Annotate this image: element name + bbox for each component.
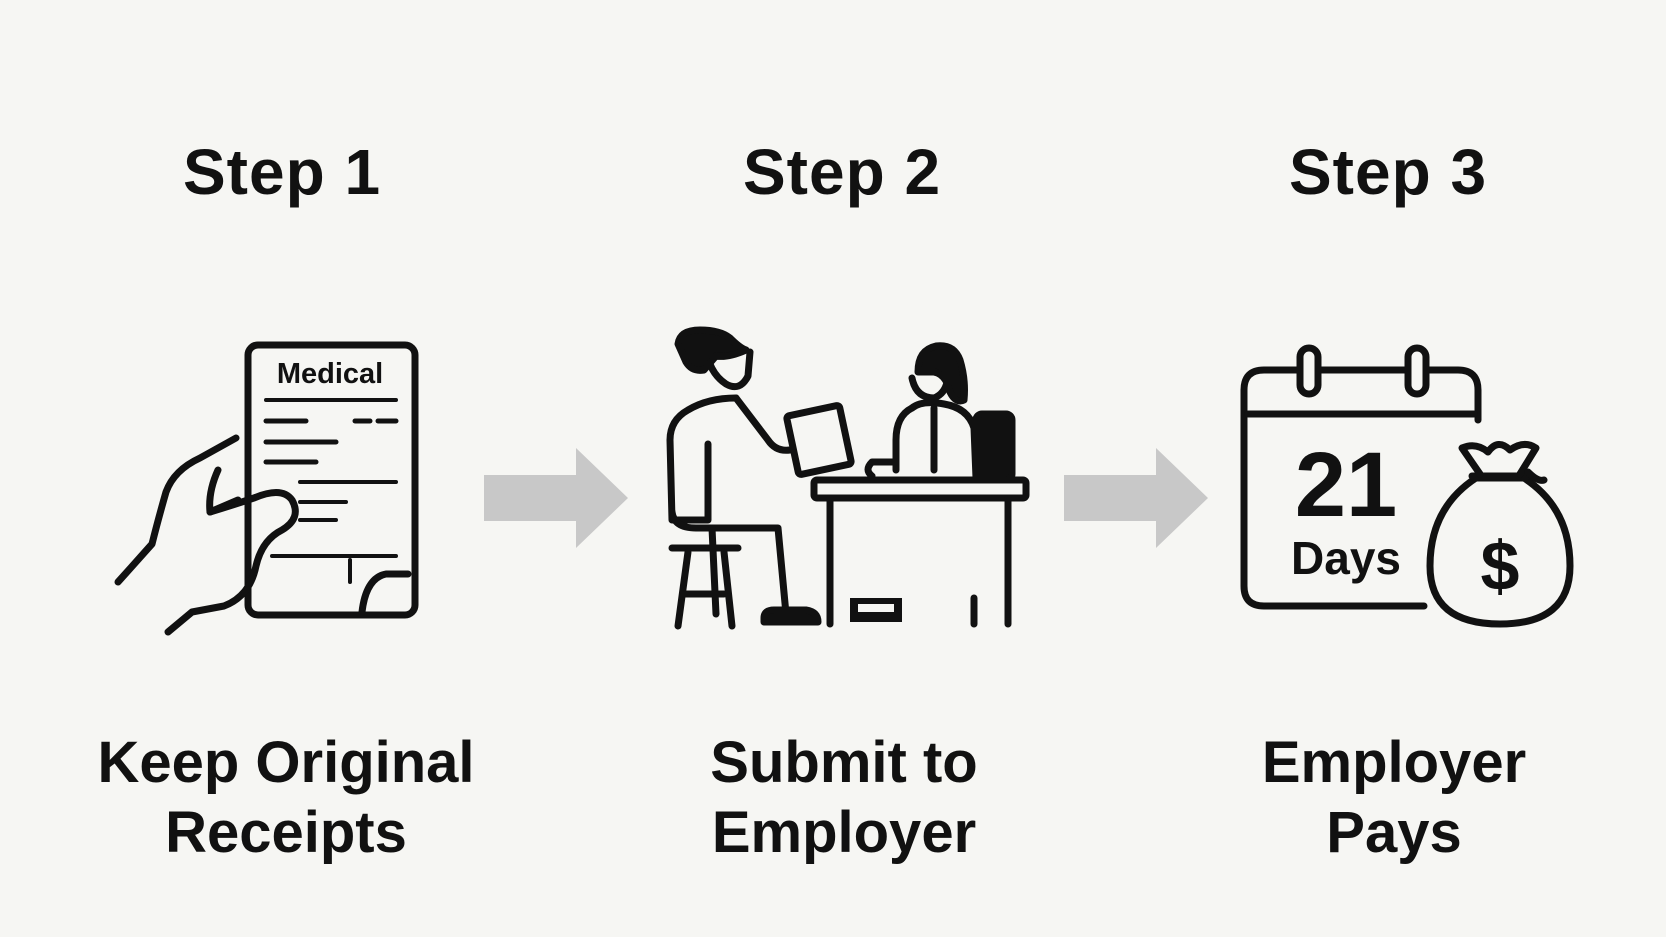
currency-symbol: $ (1481, 527, 1520, 605)
medical-receipt-in-hand-icon: Medical (114, 341, 419, 636)
step-3-title: Step 3 (1288, 136, 1488, 208)
step-1-label-line-2: Receipts (165, 800, 407, 865)
step-2-title: Step 2 (742, 136, 942, 208)
arrow-right-2 (1064, 448, 1208, 548)
step-1-label-line-1: Keep Original (97, 730, 475, 795)
employee-submitting-to-employer-icon (666, 326, 1030, 630)
step-2-label-line-2: Employer (711, 800, 977, 865)
calendar-unit: Days (1291, 532, 1401, 584)
receipt-header: Medical (277, 358, 383, 390)
step-3-label-line-1: Employer (1261, 730, 1527, 795)
arrow-right-1 (484, 448, 628, 548)
calendar-and-money-bag-icon: 21 Days $ (1240, 344, 1574, 628)
calendar-number: 21 (1295, 434, 1397, 536)
step-1-label: Keep Original Receipts (46, 728, 526, 868)
step-1-title: Step 1 (182, 136, 382, 208)
step-3-label: Employer Pays (1154, 728, 1634, 868)
step-3-label-line-2: Pays (1326, 800, 1462, 865)
step-2-label: Submit to Employer (604, 728, 1084, 868)
step-2-label-line-1: Submit to (710, 730, 978, 795)
